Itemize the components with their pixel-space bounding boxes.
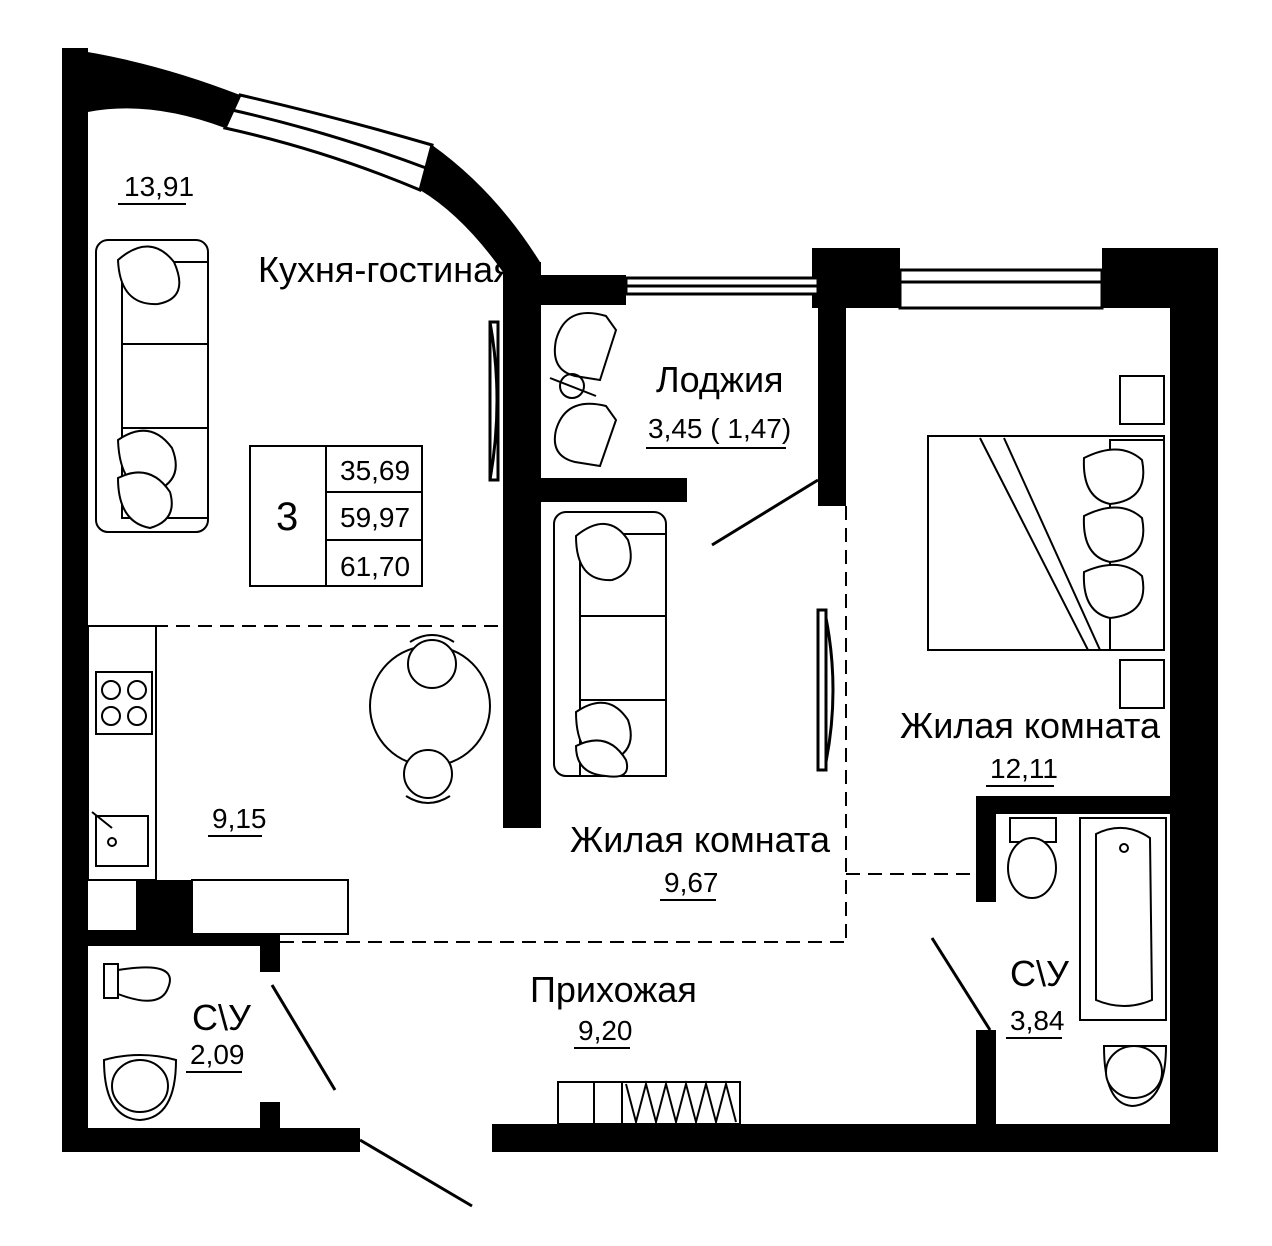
living-room-1-area: 9,67 xyxy=(664,867,719,898)
living-room-2-area: 12,11 xyxy=(990,753,1058,784)
sofa-kitchen xyxy=(95,239,209,533)
total-area-with-loggia-value: 61,70 xyxy=(340,551,410,582)
bed xyxy=(927,375,1165,709)
living-room-2-label: Жилая комната xyxy=(900,705,1161,746)
windows xyxy=(222,93,1104,310)
living-room-1-label: Жилая комната xyxy=(570,819,831,860)
loggia-label: Лоджия xyxy=(656,359,784,400)
hallway-label: Прихожая xyxy=(530,969,697,1010)
bathroom-small-label: С\У xyxy=(192,997,252,1038)
living-area-value: 35,69 xyxy=(340,455,410,486)
wardrobe xyxy=(557,1080,741,1126)
loggia-area: 3,45 ( 1,47) xyxy=(648,413,791,444)
rooms-count: 3 xyxy=(276,495,298,539)
hallway-area: 9,20 xyxy=(578,1015,633,1046)
bathroom-large-area: 3,84 xyxy=(1010,1005,1065,1036)
dining-area: 9,15 xyxy=(212,803,267,834)
kitchen-counter xyxy=(87,625,349,935)
bathroom-small-area: 2,09 xyxy=(190,1039,245,1070)
room-labels: 13,91 Кухня-гостиная Лоджия 3,45 ( 1,47)… xyxy=(118,171,1161,1073)
walls xyxy=(62,48,1218,1152)
zone-lines xyxy=(88,506,976,943)
total-area-value: 59,97 xyxy=(340,502,410,533)
loggia-chairs xyxy=(549,312,618,468)
bathroom-large-label: С\У xyxy=(1010,953,1070,994)
bathroom-large-fixtures xyxy=(1007,817,1168,1108)
doors xyxy=(270,320,992,1208)
furniture xyxy=(87,239,1168,1126)
sofa-living-1 xyxy=(553,511,667,778)
dining-table xyxy=(369,634,491,804)
bathroom-small-fixtures xyxy=(102,963,178,1122)
kitchen-area-top: 13,91 xyxy=(124,171,194,202)
area-summary-box xyxy=(249,445,423,587)
kitchen-living-label: Кухня-гостиная xyxy=(258,249,513,290)
